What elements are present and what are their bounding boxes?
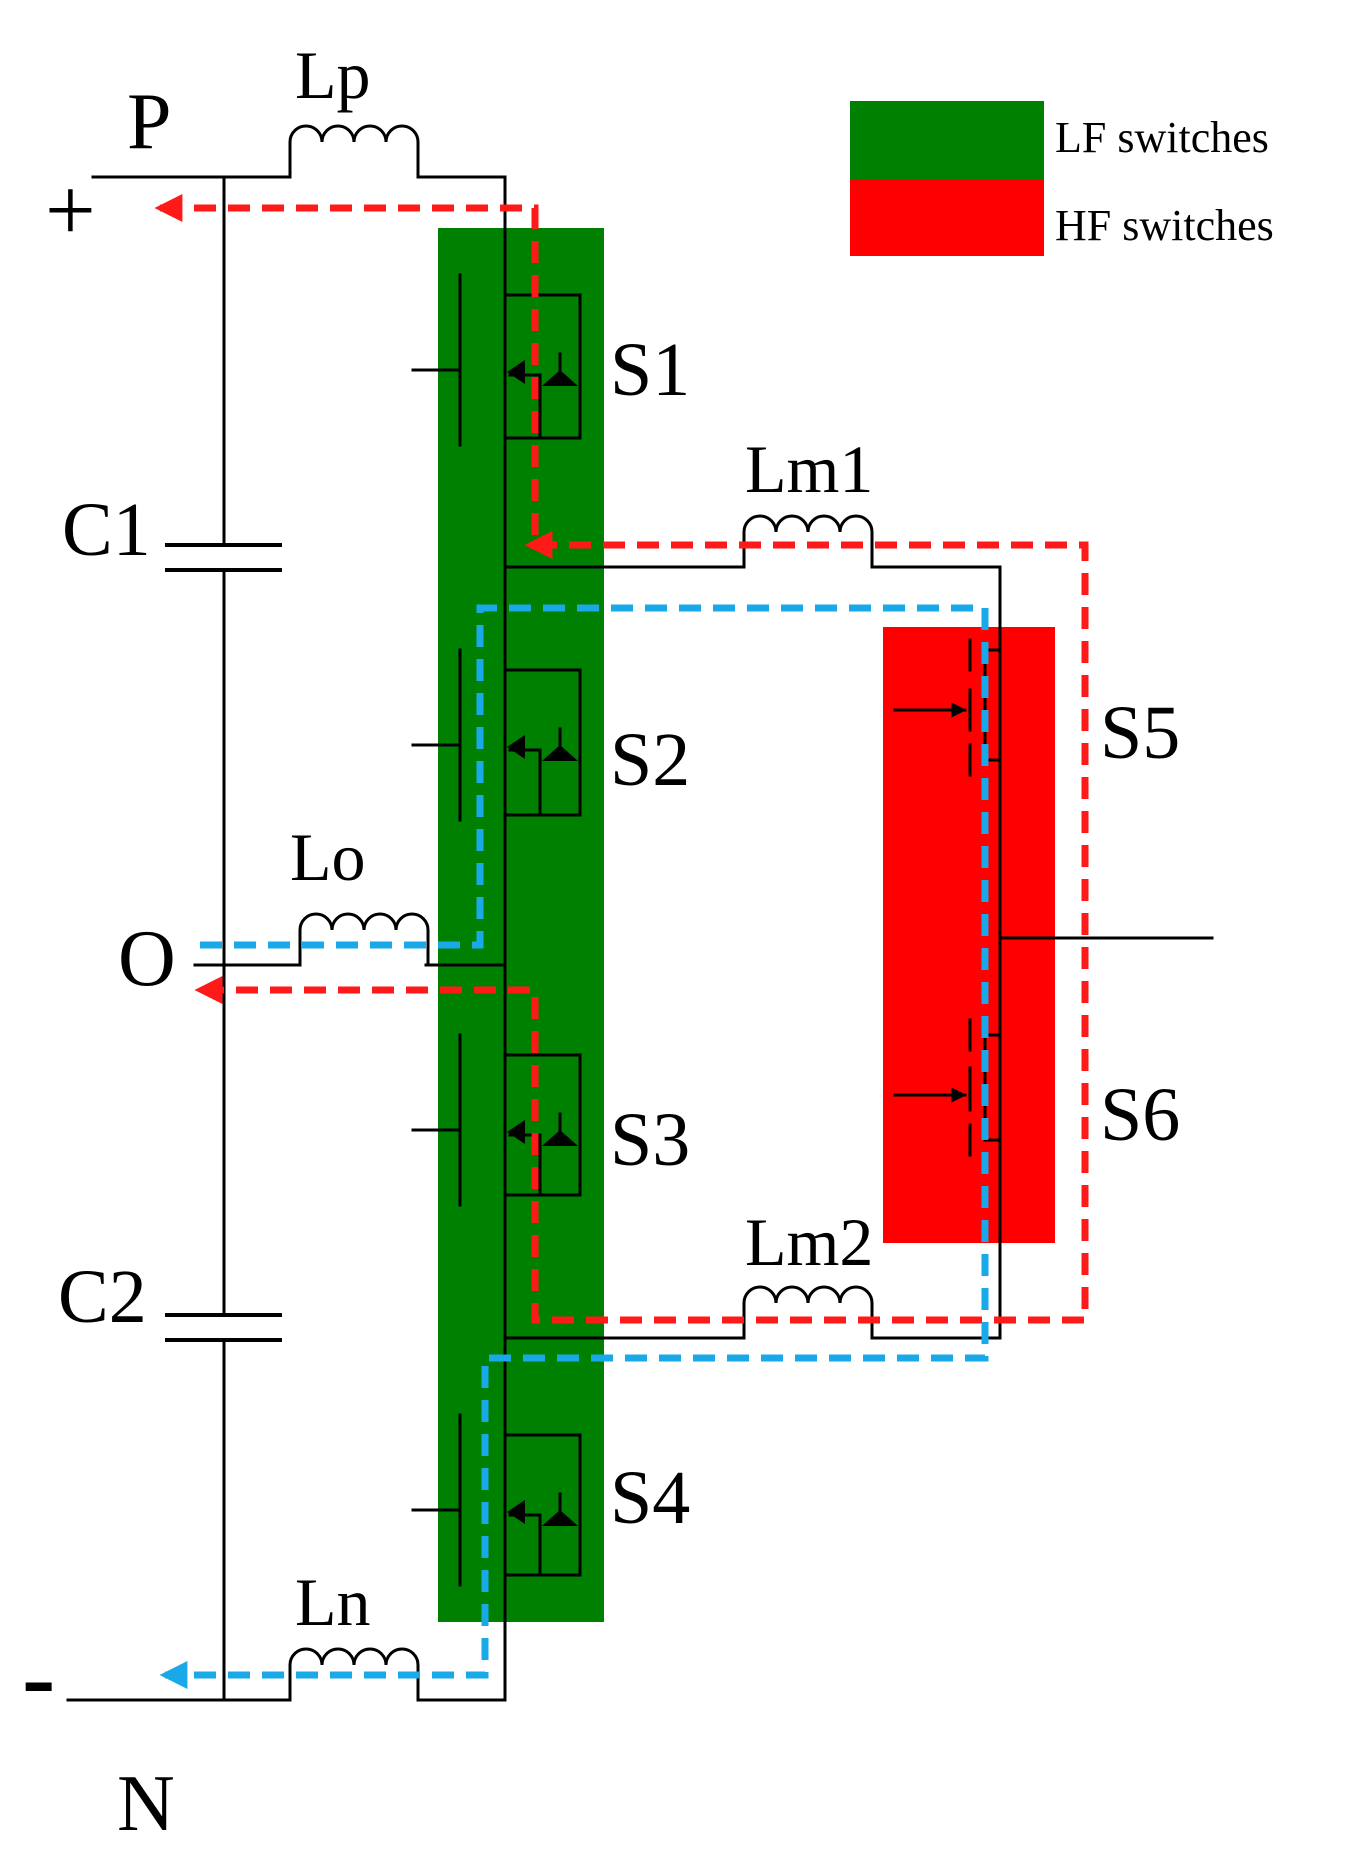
switch-s6 — [893, 1018, 1002, 1157]
label-switch-s6: S6 — [1100, 1073, 1180, 1157]
label-terminal-plus: + — [45, 161, 96, 260]
legend-lf-label: LF switches — [1055, 113, 1269, 162]
label-switch-s4: S4 — [610, 1456, 690, 1540]
label-switch-s5: S5 — [1100, 691, 1180, 775]
label-capacitor-c2: C2 — [58, 1255, 147, 1339]
current-path-red — [154, 194, 1089, 1324]
label-switch-s3: S3 — [610, 1098, 690, 1182]
switch-s3 — [411, 1033, 582, 1207]
label-switch-s2: S2 — [610, 718, 690, 802]
label-inductor-ln: Ln — [295, 1564, 371, 1640]
label-inductor-lp: Lp — [295, 37, 371, 113]
legend-lf-swatch — [850, 101, 1044, 185]
label-inductor-lm1: Lm1 — [745, 431, 873, 507]
label-capacitor-c1: C1 — [62, 488, 151, 572]
label-inductor-lo: Lo — [290, 819, 366, 895]
label-terminal-minus: - — [22, 1621, 55, 1732]
legend-hf-label: HF switches — [1055, 201, 1274, 250]
legend-hf-swatch — [850, 180, 1044, 256]
label-inductor-lm2: Lm2 — [745, 1204, 873, 1280]
label-terminal-o: O — [118, 915, 176, 1003]
switch-s4 — [411, 1413, 582, 1587]
label-switch-s1: S1 — [610, 328, 690, 412]
current-path-blue — [159, 604, 989, 1689]
switch-s2 — [411, 648, 582, 822]
label-terminal-n: N — [117, 1760, 175, 1848]
label-terminal-p: P — [127, 78, 172, 166]
switch-s5 — [893, 638, 1002, 777]
